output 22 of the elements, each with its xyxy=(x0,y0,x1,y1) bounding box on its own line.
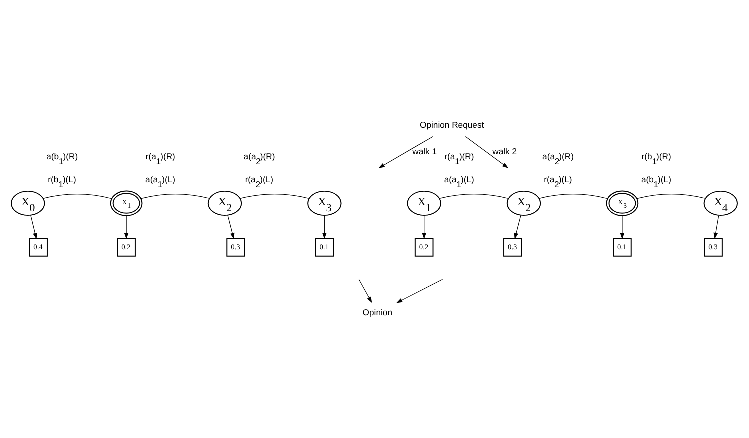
arrow xyxy=(396,278,444,303)
arrow xyxy=(124,215,129,239)
connector xyxy=(636,193,706,199)
arrow xyxy=(228,214,235,239)
connector xyxy=(140,193,210,199)
arrow xyxy=(465,136,509,168)
arrow xyxy=(514,214,522,239)
arrow xyxy=(358,278,372,303)
arrow xyxy=(378,136,434,168)
connector xyxy=(539,194,608,199)
arrow xyxy=(322,215,327,239)
edge-label: walk 2 xyxy=(492,146,518,156)
edge-label: walk 1 xyxy=(412,146,438,156)
node-text: Opinion Request xyxy=(420,119,484,130)
arrow xyxy=(714,215,720,239)
connector xyxy=(240,194,310,199)
arrow xyxy=(620,215,625,239)
node-text: Opinion xyxy=(362,307,392,318)
arrow xyxy=(30,214,38,239)
connector xyxy=(439,194,509,199)
arrow xyxy=(422,215,426,239)
connector xyxy=(43,194,112,199)
